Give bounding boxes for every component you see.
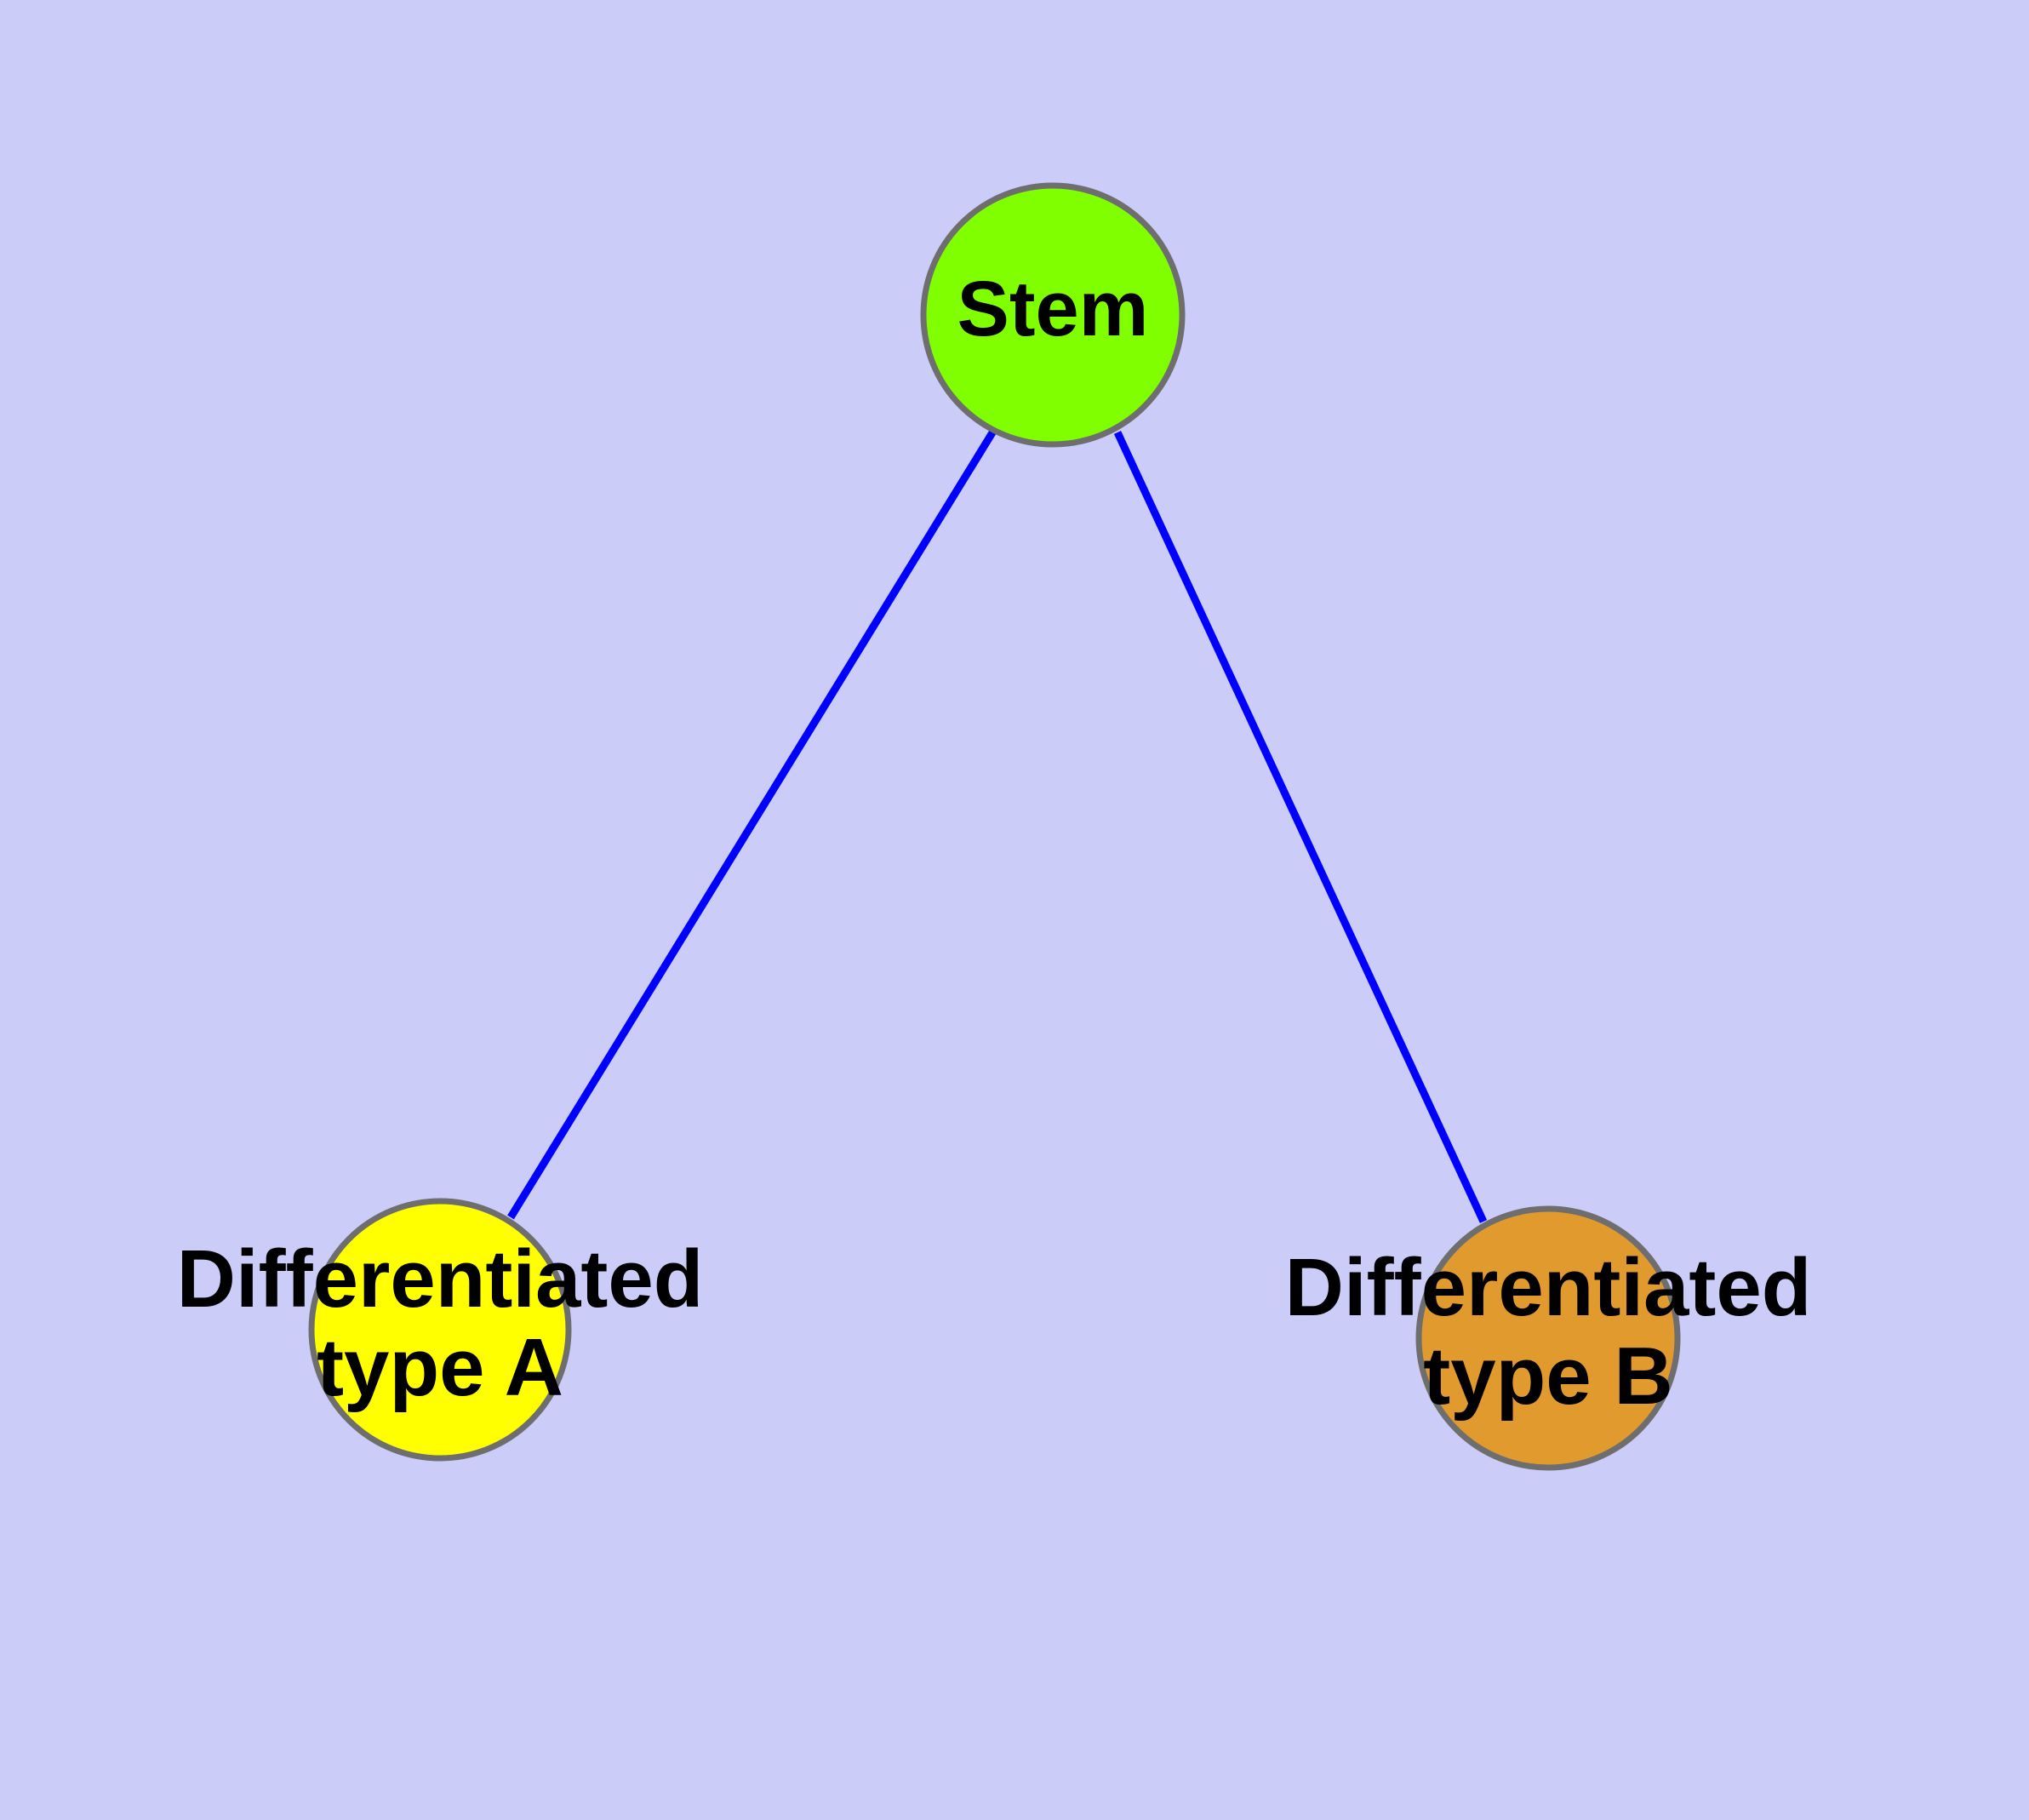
graph-edge-stem-to-diff-b[interactable] (1113, 431, 1488, 1223)
graph-edge-stem-to-diff-a[interactable] (507, 427, 997, 1220)
node-label-line: type B (1423, 1331, 1672, 1422)
graph-node-stem[interactable]: Stem (920, 182, 1186, 448)
edges-layer (507, 427, 1488, 1223)
node-label-stem: Stem (957, 266, 1149, 352)
node-label-line: type A (317, 1322, 563, 1413)
node-circle-diff_b[interactable] (1415, 1205, 1681, 1471)
node-circle-diff_a[interactable] (308, 1198, 572, 1462)
node-label-line: Differentiated (1285, 1243, 1812, 1334)
node-circle-stem[interactable] (920, 182, 1186, 448)
node-label-line: Stem (957, 266, 1149, 352)
node-label-line: Differentiated (177, 1234, 704, 1325)
